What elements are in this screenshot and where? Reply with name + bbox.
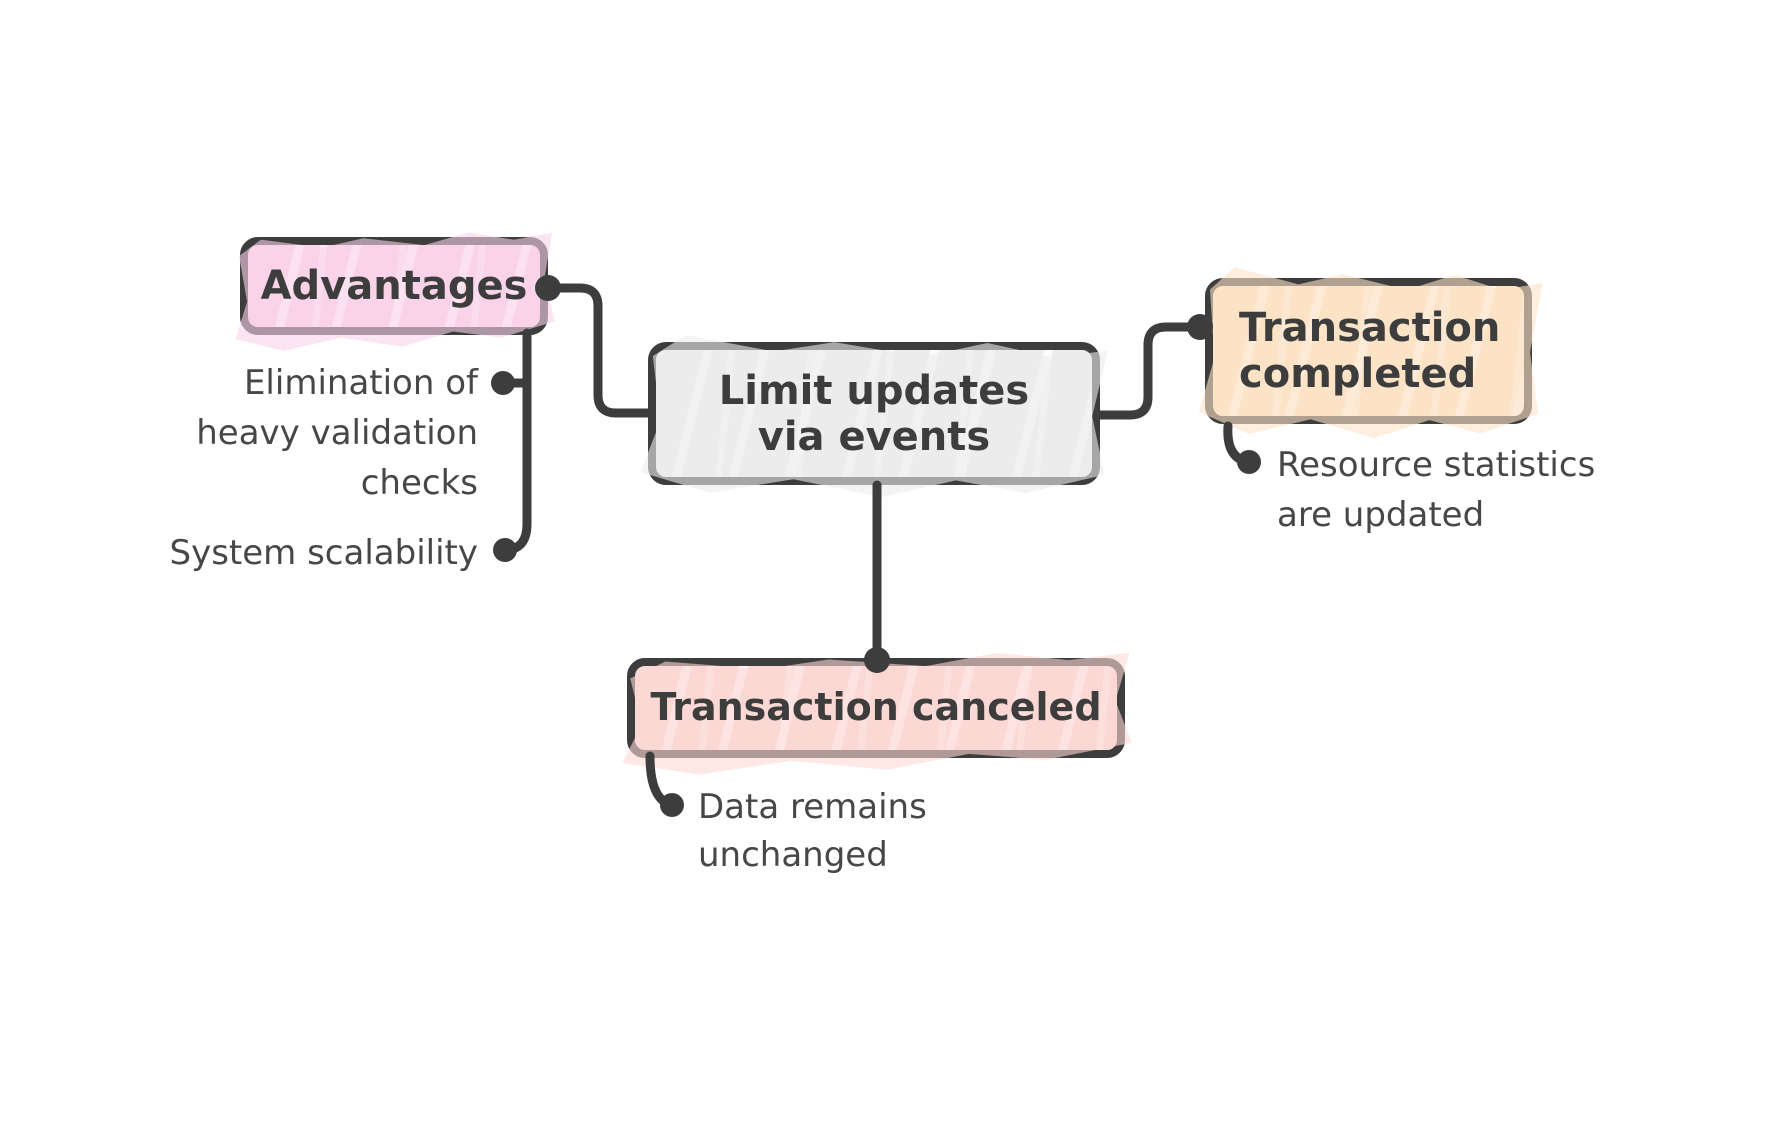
edge-advantages-children-trunk — [501, 328, 532, 555]
dot-canceled-note — [660, 793, 684, 817]
node-center-label: Limit updates via events — [718, 367, 1030, 460]
dot-completed-note — [1237, 450, 1261, 474]
dot-scalability — [493, 538, 517, 562]
dot-elimination — [491, 371, 515, 395]
node-canceled-label: Transaction canceled — [650, 685, 1102, 730]
node-advantages-label: Advantages — [260, 263, 528, 309]
node-transaction-canceled: Transaction canceled — [627, 658, 1125, 758]
note-elimination-validation-checks: Elimination of heavy validation checks — [196, 363, 478, 503]
note-system-scalability: System scalability — [169, 533, 479, 573]
node-completed-label: Transaction completed — [1239, 305, 1501, 397]
edge-advantages-to-center — [543, 283, 653, 418]
edge-center-to-completed — [1095, 322, 1203, 420]
node-transaction-completed: Transaction completed — [1205, 278, 1532, 424]
node-advantages: Advantages — [240, 237, 548, 335]
note-resource-statistics-updated: Resource statistics are updated — [1277, 445, 1596, 535]
node-limit-updates-via-events: Limit updates via events — [648, 342, 1100, 485]
note-data-remains-unchanged: Data remains unchanged — [698, 787, 927, 875]
